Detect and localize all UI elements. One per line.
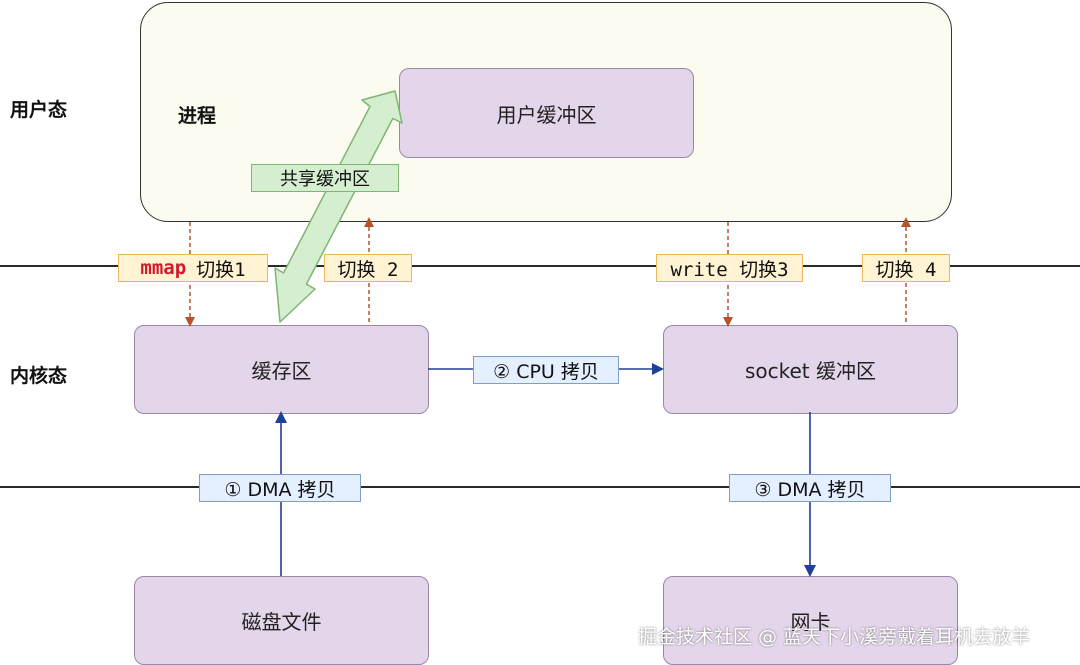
kernel-mode-label: 内核态 (10, 365, 68, 387)
dma-copy-1-tag: ① DMA 拷贝 (199, 474, 361, 502)
user-mode-label: 用户态 (10, 99, 68, 121)
disk-file-box: 磁盘文件 (134, 576, 429, 665)
dma-copy-3-tag: ③ DMA 拷贝 (729, 474, 891, 502)
switch1-text: 切换1 (196, 258, 246, 281)
switch3-tag: write 切换3 (656, 254, 803, 282)
socket-buffer-box: socket 缓冲区 (663, 325, 958, 414)
user-buffer-box: 用户缓冲区 (399, 68, 694, 158)
cpu-copy-tag: ② CPU 拷贝 (473, 356, 619, 384)
switch4-tag: 切换 4 (862, 254, 950, 282)
switch1-tag: mmap 切换1 (118, 254, 268, 282)
cache-box: 缓存区 (134, 325, 429, 414)
watermark: 掘金技术社区 @ 蓝天下小溪旁戴着耳机去放羊 (638, 626, 1031, 648)
mmap-keyword: mmap (140, 257, 187, 279)
nic-box: 网卡 (663, 576, 958, 665)
shared-buffer-label: 共享缓冲区 (251, 164, 399, 192)
kernel-hardware-boundary (0, 486, 1080, 488)
user-kernel-boundary (0, 265, 1080, 267)
process-label: 进程 (178, 105, 217, 127)
switch2-tag: 切换 2 (324, 254, 412, 282)
shared-buffer-arrow (274, 90, 403, 323)
